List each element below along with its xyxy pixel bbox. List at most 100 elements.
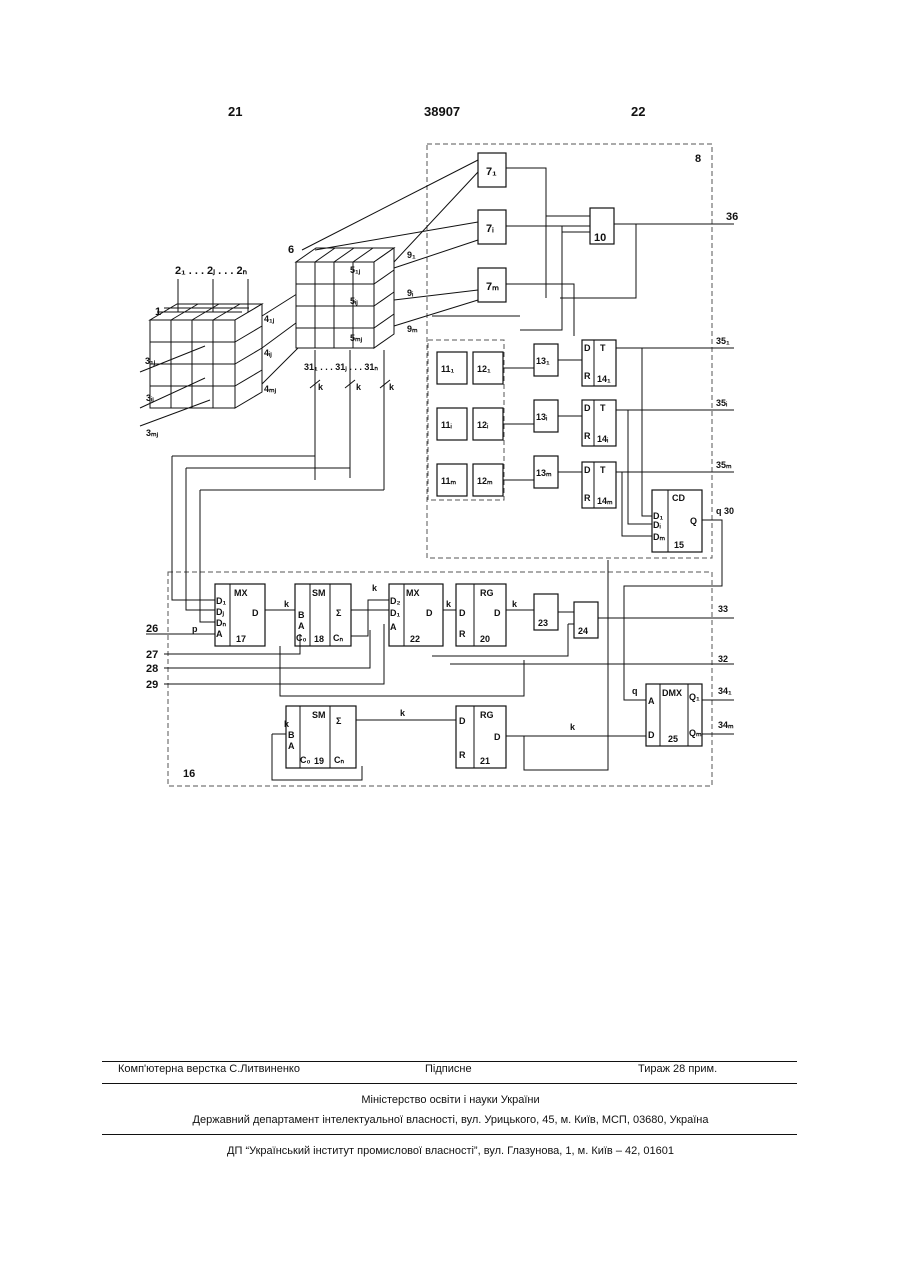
sm18-cn: Cₙ: [333, 633, 343, 643]
block-10-label: 10: [594, 232, 606, 244]
rg21-num: 21: [480, 756, 490, 766]
cell-5-1j: 5₁ⱼ: [350, 265, 361, 275]
block-11-m: 11ₘ: [441, 476, 457, 486]
rg20-name: RG: [480, 588, 494, 598]
rg21-out: D: [494, 732, 501, 742]
mx17-d1: D₁: [216, 596, 226, 606]
block-12-1: 12₁: [477, 364, 491, 374]
mx22-num: 22: [410, 634, 420, 644]
group-16-label: 16: [183, 768, 195, 780]
t14-i-d: D: [584, 403, 591, 413]
dmx25-a: A: [648, 696, 655, 706]
mx22-d2: D₂: [390, 596, 401, 606]
mx22-name: MX: [406, 588, 420, 598]
line-9-1: 9₁: [407, 250, 416, 260]
output-35-1: 35₁: [716, 336, 730, 346]
t14-m-r: R: [584, 493, 591, 503]
bus-k-31-j: k: [356, 382, 362, 392]
output-36: 36: [726, 211, 738, 223]
cube-6: [296, 248, 394, 348]
block-13-m-label: 13ₘ: [536, 468, 552, 478]
circuit-diagram: 8 16 1 2₁ . . . 2ⱼ . . . 2ₙ 3₁ⱼ 3ᵢⱼ 3ₘⱼ …: [0, 0, 901, 820]
output-32: 32: [718, 654, 728, 664]
t14-m-d: D: [584, 465, 591, 475]
rg20-num: 20: [480, 634, 490, 644]
cube-1-label: 1: [155, 306, 161, 318]
output-34-1: 34₁: [718, 686, 732, 696]
footer-department: Державний департамент інтелектуальної вл…: [0, 1114, 901, 1126]
sm19-name: SM: [312, 710, 326, 720]
t14-m-num: 14ₘ: [597, 496, 613, 506]
input-29: 29: [146, 679, 158, 691]
sm19-cn: Cₙ: [334, 755, 344, 765]
bus-k-19: k: [400, 708, 406, 718]
mx22-a: A: [390, 622, 397, 632]
input-26: 26: [146, 623, 158, 635]
mx22-d1: D₁: [390, 608, 400, 618]
bus-k-31-n: k: [389, 382, 395, 392]
t14-i-t: T: [600, 403, 606, 413]
block-7-i-label: 7ᵢ: [486, 223, 494, 235]
bus-k-21: k: [570, 722, 576, 732]
cube-1: [150, 304, 262, 408]
line-9-m: 9ₘ: [407, 324, 418, 334]
cd-name: CD: [672, 493, 685, 503]
block-13-1-label: 13₁: [536, 356, 550, 366]
mx17-name: MX: [234, 588, 248, 598]
mx17-num: 17: [236, 634, 246, 644]
rg21-name: RG: [480, 710, 494, 720]
input-28: 28: [146, 663, 158, 675]
block-7-m-label: 7ₘ: [486, 281, 499, 293]
dmx25-num: 25: [668, 734, 678, 744]
sm19-b: B: [288, 730, 295, 740]
sm18-num: 18: [314, 634, 324, 644]
output-35-i: 35ᵢ: [716, 398, 728, 408]
sm19-c0: C₀: [300, 755, 311, 765]
sm18-a: A: [298, 621, 305, 631]
dmx25-q1: Q₁: [689, 692, 700, 702]
rg20-r: R: [459, 629, 466, 639]
footer-layout-credit: Комп'ютерна верстка С.Литвиненко: [118, 1063, 300, 1075]
block-7-1-label: 7₁: [486, 166, 497, 178]
input-3-1j: 3₁ⱼ: [145, 356, 156, 366]
block-11-i: 11ᵢ: [441, 420, 453, 430]
sm18-sum: Σ: [336, 608, 342, 618]
dmx25-qm: Qₘ: [689, 728, 702, 738]
mx22-out: D: [426, 608, 433, 618]
output-33: 33: [718, 604, 728, 614]
bus-k-17: k: [284, 599, 290, 609]
rg20-d: D: [459, 608, 466, 618]
group-8-label: 8: [695, 153, 701, 165]
footer-institute: ДП “Український інститут промислової вла…: [0, 1145, 901, 1157]
rg21-d: D: [459, 716, 466, 726]
block-24-label: 24: [578, 626, 588, 636]
output-35-m: 35ₘ: [716, 460, 732, 470]
dmx25-d: D: [648, 730, 655, 740]
t14-i-num: 14ᵢ: [597, 434, 609, 444]
t14-1-num: 14₁: [597, 374, 611, 384]
sm18-c0: C₀: [296, 633, 307, 643]
input-27: 27: [146, 649, 158, 661]
out-4-mj: 4ₘⱼ: [264, 384, 277, 394]
bus-k-22: k: [446, 599, 452, 609]
bus-k-31-1: k: [318, 382, 324, 392]
cd-q: Q: [690, 516, 697, 526]
t14-i-r: R: [584, 431, 591, 441]
sm18-name: SM: [312, 588, 326, 598]
output-30: q 30: [716, 506, 734, 516]
sm18-b: B: [298, 610, 305, 620]
cube-6-label: 6: [288, 244, 294, 256]
cd-dm: Dₘ: [653, 532, 665, 542]
block-12-m: 12ₘ: [477, 476, 493, 486]
bus-k-20: k: [512, 599, 518, 609]
cell-5-mj: 5ₘⱼ: [350, 333, 363, 343]
bus-k-18: k: [372, 583, 378, 593]
mx17-dn: Dₙ: [216, 618, 226, 628]
bus-p: p: [192, 624, 198, 634]
dmx25-name: DMX: [662, 688, 682, 698]
block-23-label: 23: [538, 618, 548, 628]
t14-m-t: T: [600, 465, 606, 475]
cd-di: Dᵢ: [653, 520, 661, 530]
sm19-num: 19: [314, 756, 324, 766]
line-9-i: 9ᵢ: [407, 288, 414, 298]
